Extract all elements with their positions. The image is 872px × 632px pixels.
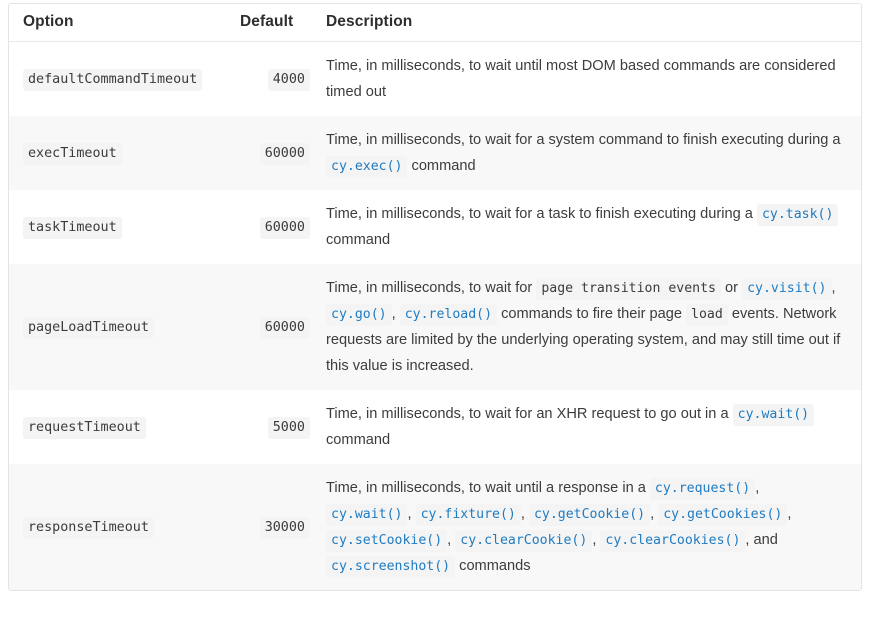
default-value-code: 4000 (267, 69, 310, 91)
command-link[interactable]: cy.wait() (732, 404, 815, 426)
description-text: Time, in milliseconds, to wait for a sys… (326, 132, 841, 148)
table-row: defaultCommandTimeout 4000 Time, in millis… (9, 41, 861, 117)
description-text: , (391, 306, 400, 322)
default-cell: 60000 (240, 116, 318, 190)
column-header-description: Description (318, 4, 861, 42)
description-text: or (721, 280, 743, 296)
timeouts-config-table: Option Default Description defaultComman… (9, 4, 861, 590)
option-code: taskTimeout (23, 217, 122, 239)
description-cell: Time, in milliseconds, to wait for an XH… (318, 390, 861, 464)
command-link[interactable]: cy.request() (649, 478, 756, 500)
description-text: , and (745, 532, 778, 548)
description-text: command (326, 232, 391, 248)
option-cell: responseTimeout (9, 464, 240, 590)
command-code[interactable]: cy.visit() (742, 278, 832, 300)
config-table-container: Option Default Description defaultComman… (8, 3, 862, 591)
default-value-code: 30000 (259, 517, 310, 539)
option-code: requestTimeout (23, 417, 146, 439)
command-link[interactable]: cy.visit() (742, 278, 832, 300)
command-link[interactable]: cy.reload() (399, 304, 498, 326)
command-link[interactable]: cy.getCookie() (528, 504, 651, 526)
description-cell: Time, in milliseconds, to wait for a tas… (318, 190, 861, 264)
description-text: , (447, 532, 456, 548)
description-text: events. Network requests are limited by … (326, 306, 841, 374)
command-code[interactable]: cy.wait() (326, 504, 408, 526)
description-cell: Time, in milliseconds, to wait for page … (318, 264, 861, 390)
table-header: Option Default Description (9, 4, 861, 42)
command-code[interactable]: cy.go() (326, 304, 392, 326)
default-cell: 60000 (240, 190, 318, 264)
table-row: execTimeout 60000 Time, in milliseconds, t… (9, 116, 861, 190)
description-text: , (650, 506, 659, 522)
command-link[interactable]: cy.screenshot() (326, 556, 456, 578)
description-cell: Time, in milliseconds, to wait until mos… (318, 42, 861, 117)
default-cell: 4000 (240, 42, 318, 117)
option-cell: execTimeout (9, 116, 240, 190)
description-text: , (787, 506, 792, 522)
command-code[interactable]: cy.getCookies() (658, 504, 788, 526)
default-value-code: 60000 (259, 143, 310, 165)
option-cell: taskTimeout (9, 190, 240, 264)
description-text: commands (455, 558, 531, 574)
option-cell: defaultCommandTimeout (9, 42, 240, 117)
command-code[interactable]: cy.exec() (326, 156, 408, 178)
option-code: defaultCommandTimeout (23, 69, 203, 91)
description-text: , (407, 506, 416, 522)
default-cell: 5000 (240, 390, 318, 464)
inline-code: load (686, 304, 728, 326)
description-text: , (831, 280, 836, 296)
table-header-row: Option Default Description (9, 4, 861, 42)
description-text: , (755, 480, 760, 496)
command-link[interactable]: cy.fixture() (415, 504, 521, 526)
command-link[interactable]: cy.go() (326, 304, 392, 326)
command-code[interactable]: cy.clearCookies() (600, 530, 746, 552)
description-cell: Time, in milliseconds, to wait until a r… (318, 464, 861, 590)
table-row: responseTimeout 30000 Time, in millisecond… (9, 464, 861, 590)
command-link[interactable]: cy.getCookies() (658, 504, 788, 526)
default-value-code: 5000 (267, 417, 310, 439)
default-value-code: 60000 (259, 317, 310, 339)
command-code[interactable]: cy.fixture() (415, 504, 521, 526)
description-text: , (592, 532, 601, 548)
option-cell: pageLoadTimeout (9, 264, 240, 390)
command-code[interactable]: cy.reload() (399, 304, 498, 326)
table-row: pageLoadTimeout 60000 Time, in millisecond… (9, 264, 861, 390)
description-text: command (326, 432, 391, 448)
default-cell: 30000 (240, 464, 318, 590)
column-header-default: Default (240, 4, 318, 42)
command-link[interactable]: cy.clearCookie() (455, 530, 593, 552)
command-code[interactable]: cy.clearCookie() (455, 530, 593, 552)
description-text: command (407, 158, 476, 174)
command-code[interactable]: cy.setCookie() (326, 530, 448, 552)
default-value-code: 60000 (259, 217, 310, 239)
table-row: taskTimeout 60000 Time, in milliseconds, t… (9, 190, 861, 264)
command-code[interactable]: cy.task() (756, 204, 839, 226)
command-code[interactable]: cy.wait() (732, 404, 815, 426)
command-link[interactable]: cy.clearCookies() (600, 530, 746, 552)
command-code[interactable]: cy.screenshot() (326, 556, 456, 578)
table-row: requestTimeout 5000 Time, in milliseconds,… (9, 390, 861, 464)
description-text: Time, in milliseconds, to wait until a r… (326, 480, 650, 496)
command-link[interactable]: cy.exec() (326, 156, 408, 178)
command-code[interactable]: cy.getCookie() (528, 504, 651, 526)
description-text: Time, in milliseconds, to wait until mos… (326, 58, 836, 100)
command-link[interactable]: cy.setCookie() (326, 530, 448, 552)
description-text: , (520, 506, 529, 522)
option-code: pageLoadTimeout (23, 317, 154, 339)
description-cell: Time, in milliseconds, to wait for a sys… (318, 116, 861, 190)
option-code: responseTimeout (23, 517, 154, 539)
description-text: Time, in milliseconds, to wait for an XH… (326, 406, 733, 422)
description-text: commands to fire their page (497, 306, 687, 322)
inline-code: page transition events (536, 278, 721, 300)
description-text: Time, in milliseconds, to wait for a tas… (326, 206, 757, 222)
command-code[interactable]: cy.request() (649, 478, 756, 500)
option-code: execTimeout (23, 143, 122, 165)
command-link[interactable]: cy.wait() (326, 504, 408, 526)
description-text: Time, in milliseconds, to wait for (326, 280, 537, 296)
column-header-option: Option (9, 4, 240, 42)
default-cell: 60000 (240, 264, 318, 390)
option-cell: requestTimeout (9, 390, 240, 464)
command-link[interactable]: cy.task() (756, 204, 839, 226)
